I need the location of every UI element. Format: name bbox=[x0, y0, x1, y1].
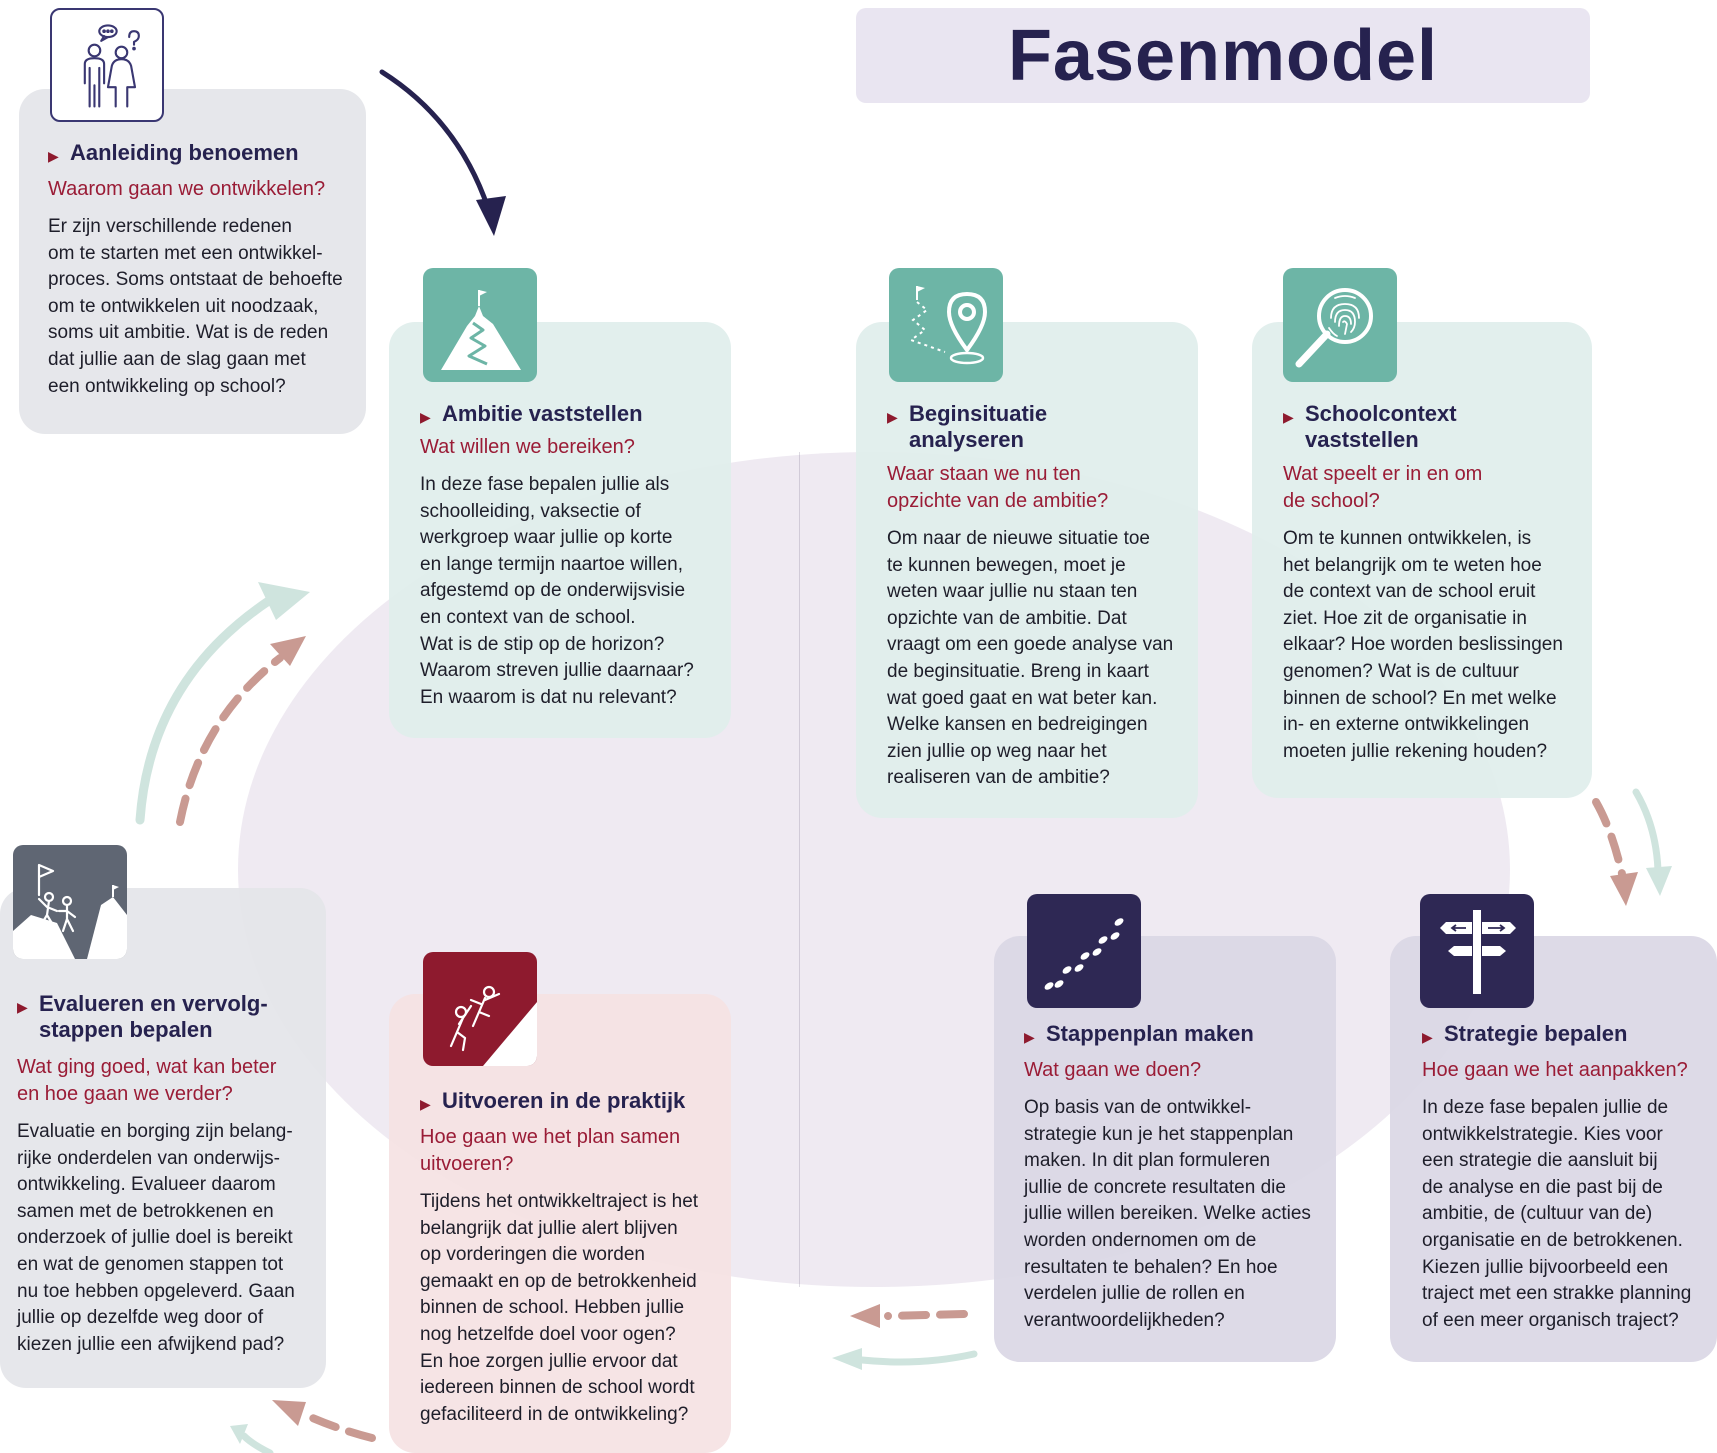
body-schoolcontext: Om te kunnen ontwikkelen, is het belangr… bbox=[1283, 528, 1563, 762]
card-beginsituatie bbox=[856, 322, 1198, 818]
triangle-bullet-icon: ▶ bbox=[1283, 409, 1294, 425]
card-uitvoeren bbox=[389, 994, 731, 1453]
heading-schoolcontext: ▶ Schoolcontext vaststellen bbox=[1283, 401, 1457, 452]
triangle-bullet-icon: ▶ bbox=[1024, 1029, 1035, 1045]
question-ambitie: Wat willen we bereiken? bbox=[420, 436, 635, 458]
heading-stappenplan: ▶ Stappenplan maken bbox=[1024, 1021, 1254, 1047]
question-stappenplan: Wat gaan we doen? bbox=[1024, 1059, 1202, 1081]
start-arrow bbox=[379, 69, 506, 236]
title-box: Fasenmodel bbox=[856, 8, 1590, 103]
body-evalueren: Evaluatie en borging zijn belang- rijke … bbox=[17, 1121, 295, 1355]
cycle-divider-line bbox=[799, 452, 800, 1287]
triangle-bullet-icon: ▶ bbox=[48, 148, 59, 164]
triangle-bullet-icon: ▶ bbox=[420, 1096, 431, 1112]
summit-flag-climbers-icon bbox=[13, 845, 127, 959]
right-down-arrows bbox=[1592, 788, 1672, 906]
card-evalueren bbox=[0, 888, 326, 1388]
climbers-helping-icon bbox=[423, 952, 537, 1066]
footsteps-icon bbox=[1027, 894, 1141, 1008]
card-schoolcontext bbox=[1252, 322, 1592, 798]
question-evalueren: Wat ging goed, wat kan beter en hoe gaan… bbox=[17, 1056, 277, 1105]
heading-uitvoeren: ▶ Uitvoeren in de praktijk bbox=[420, 1088, 685, 1114]
mountain-flag-icon bbox=[423, 268, 537, 382]
bottom-middle-arrows bbox=[832, 1304, 978, 1370]
question-aanleiding: Waarom gaan we ontwikkelen? bbox=[48, 178, 326, 200]
body-stappenplan: Op basis van de ontwikkel- strategie kun… bbox=[1024, 1097, 1311, 1331]
body-uitvoeren: Tijdens het ontwikkeltraject is het bela… bbox=[420, 1191, 699, 1425]
heading-strategie: ▶ Strategie bepalen bbox=[1422, 1021, 1627, 1047]
body-strategie: In deze fase bepalen jullie de ontwikkel… bbox=[1422, 1097, 1692, 1331]
question-beginsituatie: Waar staan we nu ten opzichte van de amb… bbox=[887, 463, 1109, 512]
question-uitvoeren: Hoe gaan we het plan samen uitvoeren? bbox=[420, 1126, 681, 1175]
triangle-bullet-icon: ▶ bbox=[17, 999, 28, 1015]
page-title: Fasenmodel bbox=[1007, 15, 1439, 96]
body-ambitie: In deze fase bepalen jullie als schoolle… bbox=[420, 474, 694, 708]
signpost-icon bbox=[1420, 894, 1534, 1008]
triangle-bullet-icon: ▶ bbox=[1422, 1029, 1433, 1045]
heading-evalueren: ▶ Evalueren en vervolg- stappen bepalen bbox=[17, 991, 268, 1042]
location-pin-icon bbox=[889, 268, 1003, 382]
people-question-icon bbox=[50, 8, 164, 122]
triangle-bullet-icon: ▶ bbox=[420, 409, 431, 425]
body-aanleiding: Er zijn verschillende redenen om te star… bbox=[48, 216, 343, 397]
heading-aanleiding: ▶ Aanleiding benoemen bbox=[48, 140, 299, 166]
card-ambitie bbox=[389, 322, 731, 738]
heading-beginsituatie: ▶ Beginsituatie analyseren bbox=[887, 401, 1048, 452]
question-strategie: Hoe gaan we het aanpakken? bbox=[1422, 1059, 1688, 1081]
heading-ambitie: ▶ Ambitie vaststellen bbox=[420, 401, 643, 427]
question-schoolcontext: Wat speelt er in en om de school? bbox=[1283, 463, 1483, 512]
triangle-bullet-icon: ▶ bbox=[887, 409, 898, 425]
bottom-left-arrows bbox=[230, 1400, 376, 1453]
fingerprint-magnifier-icon bbox=[1283, 268, 1397, 382]
body-beginsituatie: Om naar de nieuwe situatie toe te kunnen… bbox=[887, 528, 1174, 789]
card-aanleiding bbox=[19, 89, 366, 434]
